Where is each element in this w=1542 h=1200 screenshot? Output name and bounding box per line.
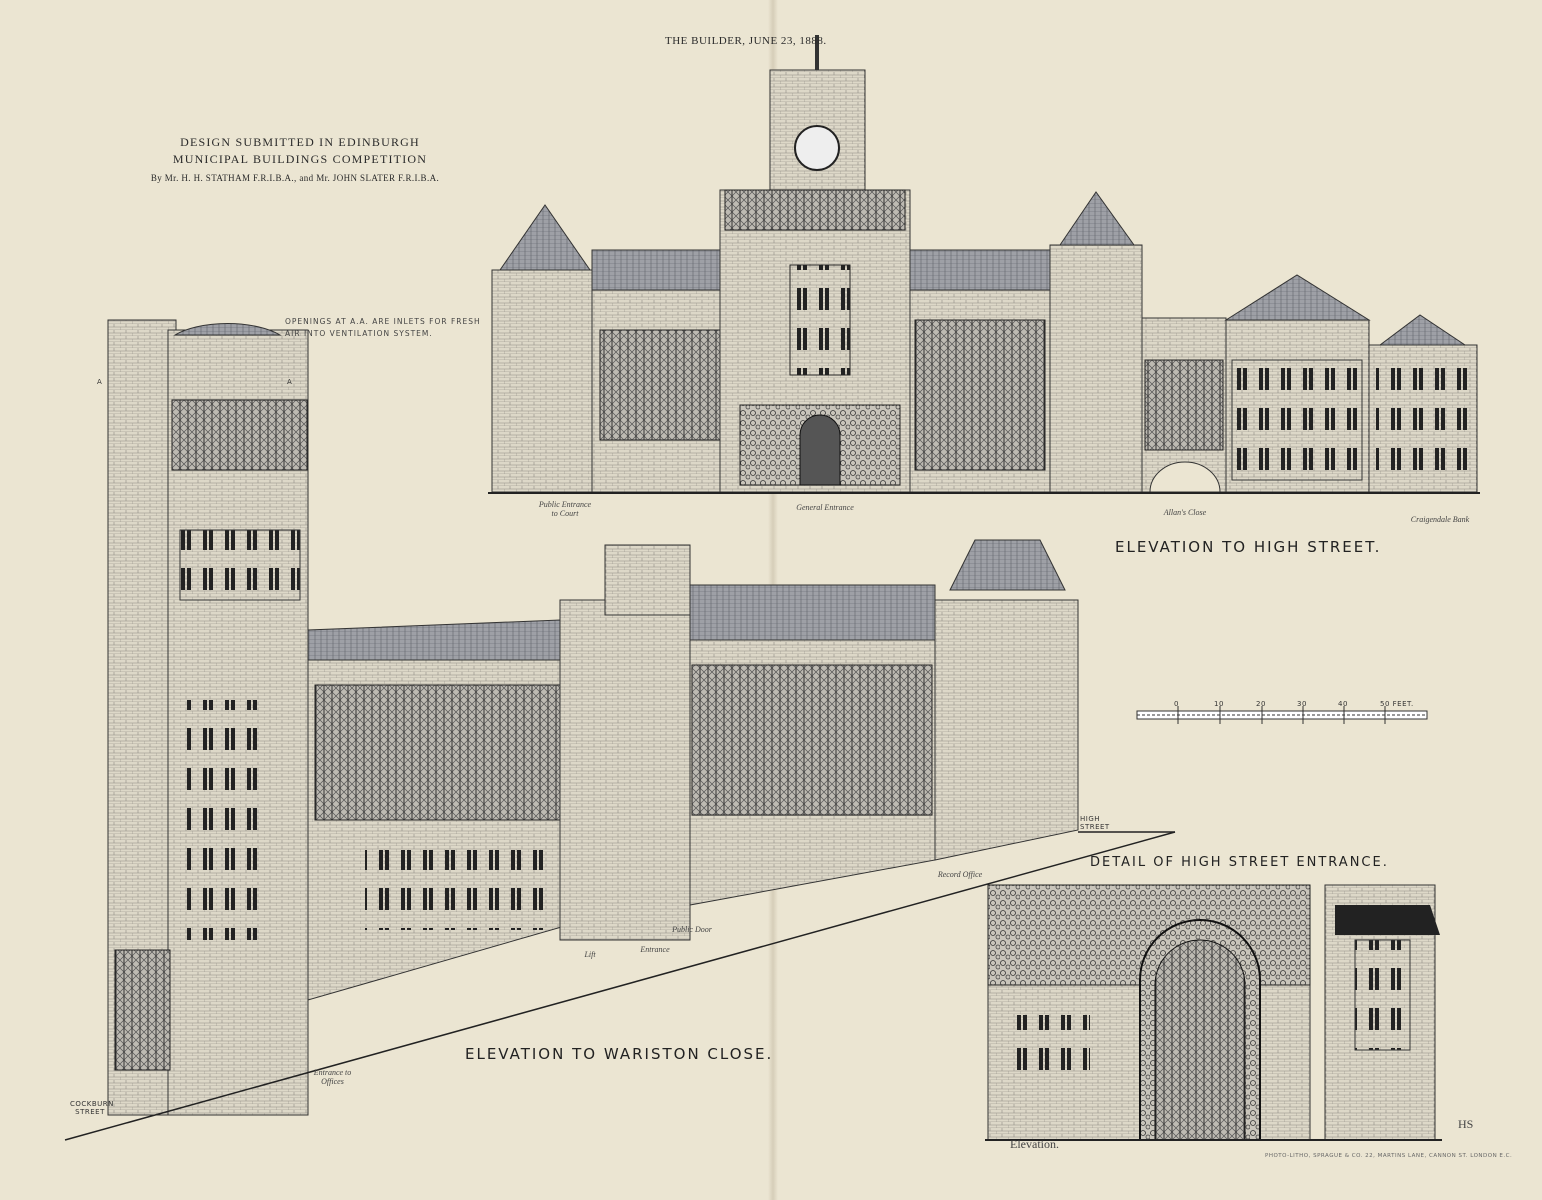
label-general-entrance: General Entrance	[796, 503, 854, 512]
scale-20: 20	[1256, 700, 1266, 708]
wariston-close-elevation	[64, 319, 1176, 1141]
label-close: Allan's Close	[1163, 508, 1207, 517]
detail-sub: Elevation.	[1010, 1137, 1059, 1151]
label-office-entrance: Entrance to Offices	[313, 1068, 352, 1086]
monogram: HS	[1458, 1117, 1474, 1131]
label-bank: Craigendale Bank	[1410, 515, 1470, 524]
label-public-door: Public Door	[672, 925, 712, 934]
entrance-detail	[985, 884, 1442, 1141]
ventilation-note: OPENINGS AT A.A. ARE INLETS FOR FRESH AI…	[285, 316, 481, 340]
label-entrance: Entrance	[640, 945, 670, 954]
scale-10: 10	[1214, 700, 1224, 708]
high-street-marker: HIGH STREET	[1080, 815, 1110, 831]
high-street-elevation	[488, 35, 1480, 494]
scale-50: 50 FEET.	[1380, 700, 1414, 708]
running-header: THE BUILDER, JUNE 23, 1888.	[665, 35, 827, 47]
scale-0: 0	[1174, 700, 1179, 708]
title-authors: By Mr. H. H. STATHAM F.R.I.B.A., and Mr.…	[150, 173, 440, 183]
scale-bar	[1136, 706, 1428, 724]
title-line-1: DESIGN SUBMITTED IN EDINBURGH	[180, 135, 420, 149]
note-line-1: OPENINGS AT A.A. ARE INLETS FOR FRESH	[285, 317, 481, 326]
title-line-2: MUNICIPAL BUILDINGS COMPETITION	[172, 152, 428, 166]
scale-30: 30	[1297, 700, 1307, 708]
wariston-caption: ELEVATION TO WARISTON CLOSE.	[465, 1045, 774, 1063]
label-record-office: Record Office	[937, 870, 983, 879]
mark-a-left: A	[97, 378, 103, 386]
detail-caption: DETAIL OF HIGH STREET ENTRANCE.	[1090, 855, 1389, 870]
cockburn-street-marker: COCKBURN STREET	[70, 1100, 114, 1116]
mark-a-right: A	[287, 378, 293, 386]
printer-credit: PHOTO-LITHO, SPRAGUE & CO. 22, MARTINS L…	[1265, 1153, 1513, 1159]
label-lift: Lift	[584, 950, 596, 959]
label-public-entrance: Public Entrance to Court	[538, 500, 592, 518]
note-line-2: AIR INTO VENTILATION SYSTEM.	[285, 329, 433, 338]
high-street-caption: ELEVATION TO HIGH STREET.	[1115, 538, 1382, 556]
scale-40: 40	[1338, 700, 1348, 708]
